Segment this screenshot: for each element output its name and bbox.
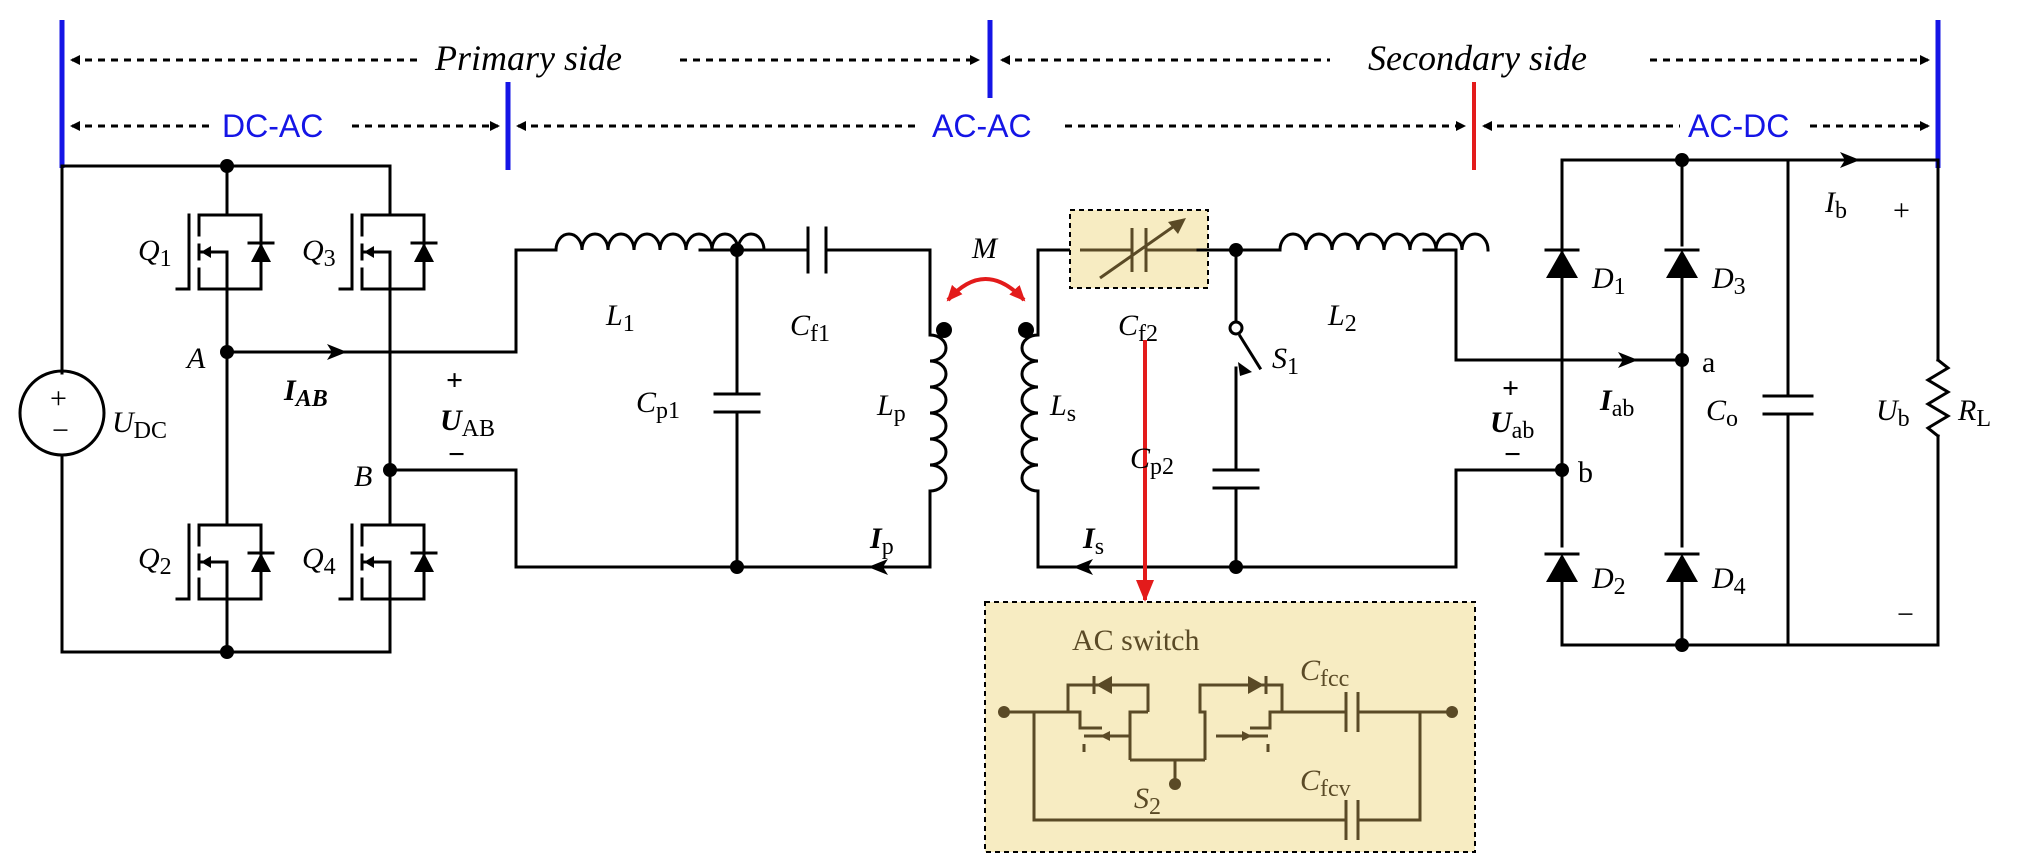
- uab-upper-minus: −: [448, 438, 465, 471]
- diode-d4: [1664, 552, 1700, 582]
- primary-side-span: Primary side: [70, 38, 980, 78]
- iab-upper-label: IAB: [283, 374, 328, 412]
- cf1-label: Cf1: [790, 309, 830, 347]
- uab-lower-minus: −: [1504, 438, 1521, 471]
- cfcv-label: Cfcv: [1300, 764, 1351, 802]
- inductor-l2: [1278, 232, 1490, 252]
- cp2-label: Cp2: [1130, 442, 1174, 480]
- d1-label: D1: [1591, 262, 1626, 300]
- dc-source: + − UDC: [18, 164, 167, 654]
- rect-top-rail: [1560, 158, 1940, 247]
- cf2-label: Cf2: [1118, 309, 1158, 347]
- co-label: Co: [1706, 394, 1738, 432]
- node-a-label: a: [1702, 346, 1715, 379]
- dc-source-plus: +: [50, 382, 67, 415]
- secondary-side-span: Secondary side: [1000, 38, 1930, 78]
- ac-dc-label: AC-DC: [1688, 108, 1789, 144]
- l2-label: L2: [1327, 299, 1357, 337]
- capacitor-cp1: [713, 392, 761, 414]
- resistor-rl: [1925, 357, 1951, 439]
- ub-plus: +: [1893, 194, 1910, 227]
- q1-label: Q1: [138, 234, 172, 272]
- node-b-label: b: [1578, 456, 1593, 489]
- ac-switch-inset: AC switch S2 Cfcc: [984, 601, 1476, 853]
- d4-label: D4: [1711, 562, 1746, 600]
- uab-lower-label: Uab: [1490, 406, 1534, 444]
- q2-label: Q2: [138, 542, 172, 580]
- q3-label: Q3: [302, 234, 336, 272]
- iab-lower-label: Iab: [1599, 384, 1634, 422]
- diode-d3: [1664, 248, 1700, 548]
- inductor-lp: [928, 333, 948, 493]
- ip-label: Ip: [869, 522, 894, 560]
- inset-title: AC switch: [1072, 624, 1200, 657]
- diode-d2: [1544, 552, 1580, 612]
- ls-label: Ls: [1049, 389, 1076, 427]
- diode-d1: [1544, 243, 1580, 548]
- q4-label: Q4: [302, 542, 336, 580]
- cfcc-label: Cfcc: [1300, 654, 1349, 692]
- mosfet-q2: [175, 513, 275, 622]
- dc-bus-bottom: [60, 618, 392, 654]
- mosfet-q4: [338, 513, 438, 622]
- lp-label: Lp: [876, 389, 906, 427]
- rect-bottom-rail: [1560, 608, 1940, 647]
- node-B-label: B: [354, 460, 372, 493]
- dc-source-minus: −: [52, 414, 69, 447]
- ac-ac-label: AC-AC: [932, 108, 1032, 144]
- s1-label: S1: [1272, 342, 1299, 380]
- primary-side-label: Primary side: [434, 38, 622, 78]
- uab-upper-plus: +: [446, 364, 463, 397]
- ac-ac-span: AC-AC: [516, 108, 1466, 144]
- l1-label: L1: [605, 299, 635, 337]
- node-A-label: A: [185, 342, 206, 375]
- capacitor-cf2: [1080, 218, 1198, 280]
- dc-bus-top: [60, 164, 392, 207]
- s2-label: S2: [1134, 782, 1161, 820]
- uab-upper-label: UAB: [440, 404, 495, 442]
- mutual-label: M: [971, 232, 999, 265]
- is-label: Is: [1082, 522, 1104, 560]
- rl-label: RL: [1957, 394, 1991, 432]
- ib-label: Ib: [1824, 186, 1847, 224]
- secondary-side-label: Secondary side: [1368, 38, 1587, 78]
- inductor-l1: [554, 232, 766, 252]
- uab-lower-plus: +: [1502, 372, 1519, 405]
- ac-dc-span: AC-DC: [1482, 108, 1930, 144]
- d2-label: D2: [1591, 562, 1626, 600]
- ub-minus: −: [1897, 598, 1914, 631]
- cp1-label: Cp1: [636, 386, 680, 424]
- d3-label: D3: [1711, 262, 1746, 300]
- mosfet-q3: [338, 203, 438, 312]
- capacitor-cf1: [806, 226, 828, 274]
- mutual-coupling-arrow: [946, 277, 1026, 302]
- dc-ac-label: DC-AC: [222, 108, 323, 144]
- mosfet-q1: [175, 203, 275, 312]
- capacitor-cp2: [1212, 468, 1260, 490]
- inductor-ls: [1020, 333, 1040, 493]
- ub-label: Ub: [1876, 394, 1910, 432]
- switch-s1: [1237, 333, 1263, 371]
- capacitor-co: [1762, 394, 1814, 416]
- dc-ac-span: DC-AC: [70, 108, 500, 144]
- udc-label: UDC: [112, 406, 167, 444]
